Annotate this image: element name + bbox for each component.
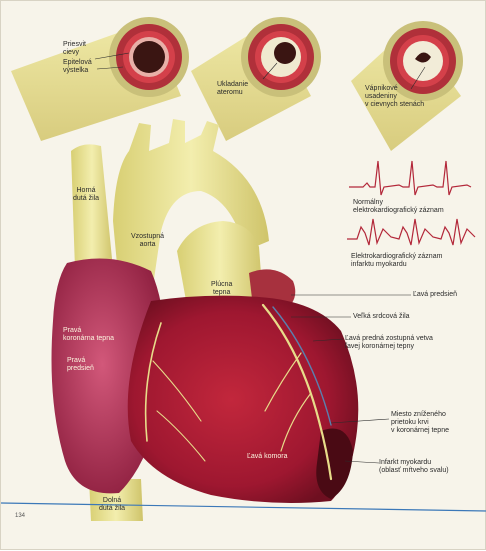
- ecg-infarct-trace: [347, 219, 475, 245]
- baseline-rule: [1, 503, 486, 511]
- label-ascending-aorta: Vzostupná aorta: [131, 233, 164, 249]
- page-number: 134: [15, 513, 25, 519]
- label-right-atrium: Pravá predsieň: [67, 357, 94, 373]
- superior-vena-cava: [71, 144, 113, 269]
- label-right-coronary-artery: Pravá koronárna tepna: [63, 327, 114, 343]
- label-left-ventricle: Ľavá komora: [247, 453, 287, 461]
- label-atheroma: Ukladanie ateromu: [217, 81, 248, 97]
- label-inferior-vena-cava: Dolná dutá žila: [99, 497, 125, 513]
- label-ecg-normal: Normálny elektrokardiografický záznam: [353, 199, 444, 215]
- label-reduced-flow-site: Miesto zníženého prietoku krvi v koronár…: [391, 411, 449, 435]
- ecg-normal-trace: [349, 161, 471, 195]
- infarct-zone: [316, 429, 353, 500]
- label-ecg-infarct: Elektrokardiografický záznam infarktu my…: [351, 253, 442, 269]
- label-calcification: Vápnikové usadeniny v cievnych stenách: [365, 85, 424, 109]
- vessel-normal: [11, 17, 189, 141]
- label-vessel-lumen: Priesvit cievy: [63, 41, 86, 57]
- label-myocardial-infarction: Infarkt myokardu (oblasť mŕtveho svalu): [379, 459, 449, 475]
- label-superior-vena-cava: Horná dutá žila: [73, 187, 99, 203]
- label-great-cardiac-vein: Veľká srdcová žila: [353, 313, 410, 321]
- label-pulmonary-artery: Plúcna tepna: [211, 281, 232, 297]
- label-endothelium: Epitelová výstelka: [63, 59, 92, 75]
- label-lad-artery: Ľavá predná zostupná vetva ľavej koronár…: [345, 335, 433, 351]
- label-left-atrium: Ľavá predsieň: [413, 291, 457, 299]
